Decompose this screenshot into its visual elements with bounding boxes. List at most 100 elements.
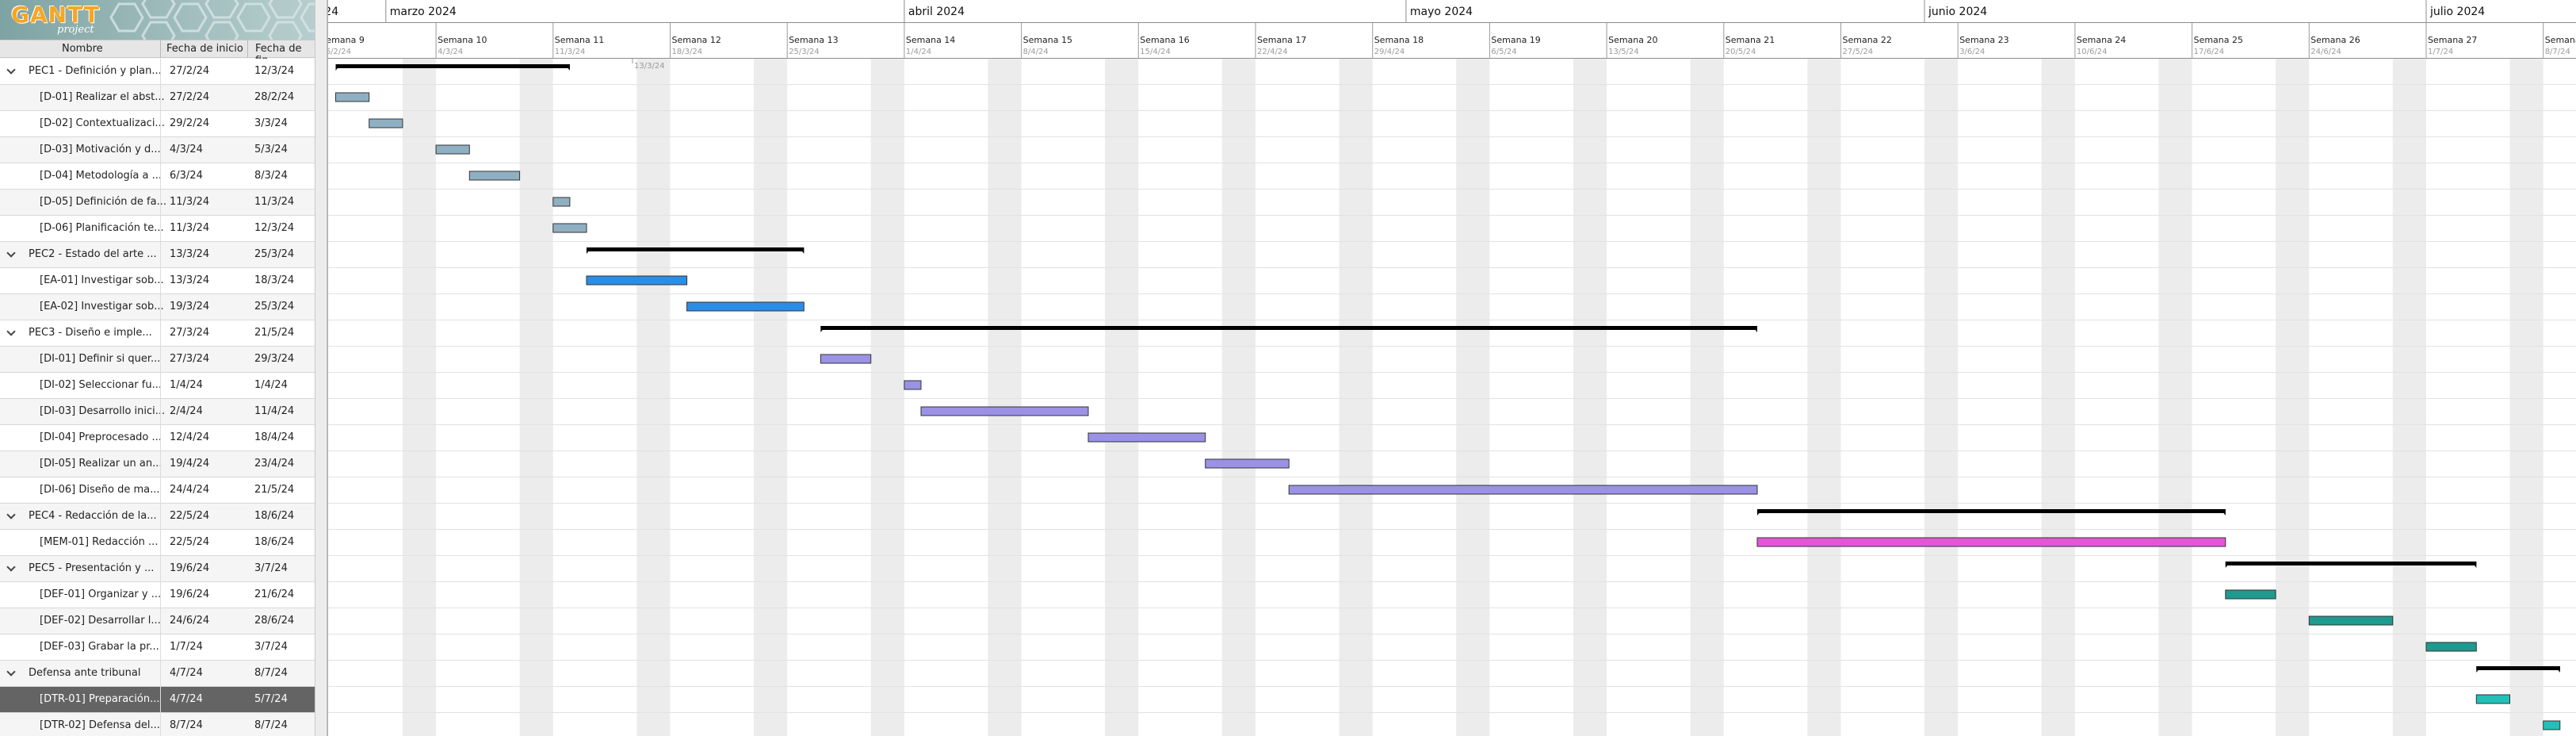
chevron-down-icon[interactable]	[6, 562, 17, 573]
task-bar[interactable]	[1756, 537, 2226, 547]
cell-divider	[160, 163, 161, 190]
task-name: [DEF-03] Grabar la pr...	[40, 641, 159, 653]
cell-divider	[160, 661, 161, 687]
summary-bar[interactable]	[2476, 666, 2560, 670]
task-start-date: 29/2/24	[170, 117, 210, 129]
column-header-name[interactable]: Nombre	[62, 43, 103, 55]
task-start-date: 12/4/24	[170, 431, 210, 443]
chevron-down-icon[interactable]	[6, 248, 17, 259]
task-start-date: 1/4/24	[170, 379, 203, 391]
task-bar[interactable]	[1288, 485, 1758, 495]
cell-divider	[160, 582, 161, 608]
summary-bar-left-cap	[2476, 666, 2482, 673]
task-bar[interactable]	[435, 144, 470, 155]
week-start-date: 8/7/24	[2545, 48, 2570, 56]
task-bar[interactable]	[1205, 458, 1290, 469]
task-end-date: 8/7/24	[254, 719, 288, 731]
task-bar[interactable]	[369, 118, 403, 128]
weekend-shading	[1690, 59, 1724, 736]
task-end-date: 5/3/24	[254, 144, 288, 155]
task-bar[interactable]	[820, 354, 872, 364]
task-end-date: 21/5/24	[254, 327, 295, 339]
task-bar[interactable]	[552, 197, 571, 207]
month-label: julio 2024	[2429, 6, 2485, 18]
task-bar[interactable]	[586, 275, 688, 286]
week-label: Semana 10	[438, 35, 487, 45]
task-bar[interactable]	[552, 223, 587, 233]
task-name: PEC3 - Diseño e imple...	[29, 327, 152, 339]
week-label: Semana 12	[672, 35, 721, 45]
cell-divider	[160, 425, 161, 451]
task-start-date: 13/3/24	[170, 248, 210, 260]
week-start-date: 27/5/24	[1843, 48, 1874, 56]
column-separator[interactable]	[247, 40, 248, 58]
task-end-date: 25/3/24	[254, 248, 295, 260]
task-bar[interactable]	[2543, 720, 2561, 730]
task-bar[interactable]	[2475, 694, 2511, 704]
panel-splitter[interactable]	[315, 0, 327, 736]
task-name: [DEF-01] Organizar y ...	[40, 588, 162, 600]
column-header-start[interactable]: Fecha de inicio	[166, 43, 243, 55]
task-bar[interactable]	[1087, 432, 1206, 443]
week-start-date: 6/5/24	[1491, 48, 1516, 56]
task-bar[interactable]	[2225, 589, 2276, 600]
task-bar[interactable]	[686, 301, 805, 312]
chevron-down-icon[interactable]	[6, 667, 17, 678]
chevron-down-icon[interactable]	[6, 327, 17, 338]
summary-bar-right-cap	[2555, 666, 2560, 673]
week-start-date: 20/5/24	[1726, 48, 1756, 56]
summary-bar[interactable]	[335, 64, 570, 68]
task-start-date: 4/3/24	[170, 144, 203, 155]
weekend-shading	[754, 59, 788, 736]
task-bar[interactable]	[2308, 615, 2394, 626]
week-label: Semana 24	[2077, 35, 2126, 45]
summary-bar[interactable]	[820, 326, 1757, 330]
column-separator[interactable]	[160, 40, 161, 58]
summary-bar[interactable]	[587, 247, 805, 251]
week-label: Semana 18	[1374, 35, 1424, 45]
task-bar[interactable]	[335, 92, 370, 102]
chevron-down-icon[interactable]	[6, 510, 17, 521]
task-bar[interactable]	[904, 380, 922, 390]
task-bar[interactable]	[468, 171, 521, 181]
timeline-header-bg	[328, 0, 2576, 59]
task-bar[interactable]	[2425, 642, 2477, 652]
task-end-date: 1/4/24	[254, 379, 288, 391]
summary-bar[interactable]	[1757, 509, 2226, 513]
task-name: PEC2 - Estado del arte ...	[29, 248, 157, 260]
tree-row-summary[interactable]: PEC2 - Estado del arte ... 13/3/24 25/3/24	[0, 242, 315, 268]
week-label: Semana 23	[1959, 35, 2008, 45]
summary-bar[interactable]	[2225, 562, 2477, 565]
chevron-down-icon[interactable]	[6, 65, 17, 76]
task-end-date: 28/6/24	[254, 615, 295, 627]
task-bar[interactable]	[920, 406, 1089, 416]
task-end-date: 21/6/24	[254, 588, 295, 600]
task-end-date: 11/4/24	[254, 405, 295, 417]
